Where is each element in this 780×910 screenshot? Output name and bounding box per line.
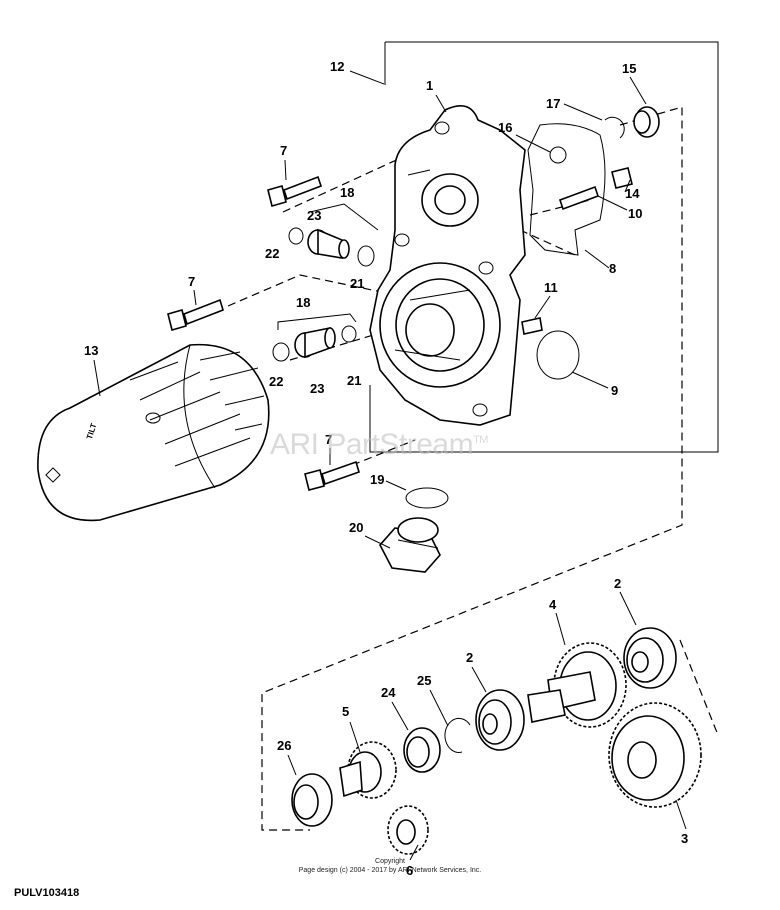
- part-3-driven-gear: [608, 702, 702, 808]
- part-23-fitting-lower: [294, 327, 336, 359]
- callout-9: 9: [611, 383, 618, 398]
- callout-21: 21: [347, 373, 361, 388]
- callout-10: 10: [628, 206, 642, 221]
- callout-26: 26: [277, 738, 291, 753]
- callout-numbers: 1 2 2 3 4 5 6 7 7 7 8 9 10 11 12 13 14 1…: [84, 59, 688, 878]
- callout-23: 23: [310, 381, 324, 396]
- callout-21: 21: [350, 276, 364, 291]
- figure-id: PULV103418: [14, 887, 80, 899]
- callout-23: 23: [307, 208, 321, 223]
- callout-7: 7: [280, 143, 287, 158]
- callout-3: 3: [681, 831, 688, 846]
- callout-5: 5: [342, 704, 349, 719]
- part-21-o-ring-top: [357, 245, 375, 267]
- part-16-small-o-ring: [549, 146, 567, 164]
- part-18-bracket-top: [309, 203, 379, 231]
- callout-20: 20: [349, 520, 363, 535]
- part-13-oil-filter: [37, 343, 270, 522]
- callout-12: 12: [330, 59, 344, 74]
- watermark-text: ARI PartStreamTM: [270, 428, 488, 462]
- callout-leaders: [93, 70, 687, 861]
- part-11-pin: [521, 317, 543, 335]
- callout-11: 11: [544, 280, 558, 295]
- callout-1: 1: [426, 78, 433, 93]
- callout-18: 18: [340, 185, 354, 200]
- part-1-pump-housing: [369, 104, 526, 426]
- callout-8: 8: [609, 261, 616, 276]
- callout-25: 25: [417, 673, 431, 688]
- callout-15: 15: [622, 61, 636, 76]
- part-25-snap-ring: [444, 717, 471, 753]
- watermark-label: ARI PartStream: [270, 428, 474, 461]
- callout-18: 18: [296, 295, 310, 310]
- assembly-box: [369, 41, 719, 453]
- callout-17: 17: [546, 96, 560, 111]
- callout-7: 7: [325, 432, 332, 447]
- callout-16: 16: [498, 120, 512, 135]
- callout-2: 2: [614, 576, 621, 591]
- callout-14: 14: [625, 186, 640, 201]
- callout-24: 24: [381, 685, 396, 700]
- watermark-trademark: TM: [473, 434, 488, 446]
- part-10-dowel-pin: [558, 185, 600, 211]
- part-4-drive-gear: [527, 642, 627, 728]
- copyright-heading: Copyright: [375, 858, 405, 865]
- callout-7: 7: [188, 274, 195, 289]
- callout-4: 4: [549, 597, 557, 612]
- callout-6: 6: [406, 863, 413, 878]
- part-22-o-ring-lower: [272, 342, 290, 362]
- part-20-drain-plug: [379, 517, 441, 573]
- part-7-bolt-middle: [167, 298, 224, 331]
- part-9-o-ring: [536, 330, 580, 380]
- part-7-bolt-bottom: [304, 460, 360, 491]
- part-2-bearing-left: [475, 689, 525, 751]
- part-19-o-ring: [405, 487, 449, 509]
- part-18-bracket-lower: [277, 313, 357, 330]
- part-21-o-ring-lower: [341, 325, 357, 343]
- callout-22: 22: [269, 374, 283, 389]
- part-5-pinion-gear: [339, 741, 397, 799]
- part-8-gasket: [527, 123, 606, 256]
- part-23-fitting-top: [307, 228, 350, 259]
- part-17-snap-ring: [604, 116, 625, 139]
- part-22-o-ring-top: [288, 227, 304, 245]
- part-7-bolt-top: [267, 175, 323, 207]
- part-14-bushing: [611, 167, 633, 189]
- callout-13: 13: [84, 343, 98, 358]
- callout-22: 22: [265, 246, 279, 261]
- part-26-seal: [291, 773, 333, 827]
- copyright-notice: Page design (c) 2004 - 2017 by ARI Netwo…: [298, 867, 482, 874]
- callout-2: 2: [466, 650, 473, 665]
- part-2-bearing-right: [623, 627, 677, 689]
- part-15-seal-cap: [633, 106, 660, 138]
- part-24-seal: [403, 727, 441, 773]
- callout-19: 19: [370, 472, 384, 487]
- part-6-idler-gear: [387, 805, 429, 855]
